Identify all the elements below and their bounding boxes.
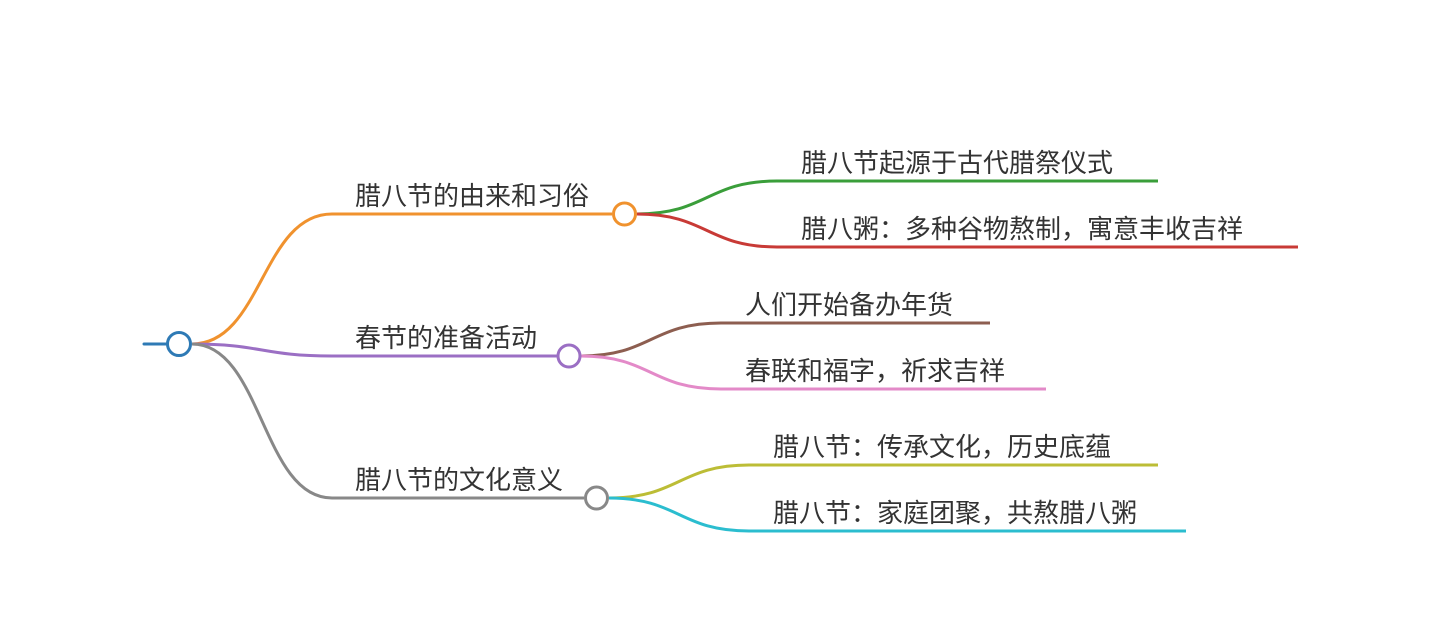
branch-3-child-1-label[interactable]: 腊八节：传承文化，历史底蕴 bbox=[773, 433, 1111, 463]
branch-1-child-2-label[interactable]: 腊八粥：多种谷物熬制，寓意丰收吉祥 bbox=[801, 215, 1243, 245]
branch-2-connector bbox=[191, 342, 557, 358]
branch-2-child-2-connector bbox=[580, 354, 1046, 391]
branch-1-child-1-connector bbox=[636, 179, 1158, 216]
branch-3-node[interactable] bbox=[584, 485, 609, 511]
root-node[interactable] bbox=[166, 331, 192, 357]
branch-3-child-2-label[interactable]: 腊八节：家庭团聚，共熬腊八粥 bbox=[773, 499, 1137, 529]
branch-1-child-1-label[interactable]: 腊八节起源于古代腊祭仪式 bbox=[801, 149, 1113, 179]
branch-2-label[interactable]: 春节的准备活动 bbox=[355, 324, 537, 354]
branch-1-child-2-connector bbox=[636, 212, 1298, 249]
branch-3-child-2-connector bbox=[608, 496, 1186, 533]
branch-3-connector bbox=[191, 342, 584, 500]
branch-3-child-1-connector bbox=[608, 463, 1158, 500]
branch-2-child-1-connector bbox=[580, 321, 990, 358]
branch-1-node[interactable] bbox=[612, 201, 637, 227]
branch-1-connector bbox=[191, 212, 612, 346]
branch-1-label[interactable]: 腊八节的由来和习俗 bbox=[355, 182, 589, 212]
branch-2-child-2-label[interactable]: 春联和福字，祈求吉祥 bbox=[745, 357, 1005, 387]
branch-2-node[interactable] bbox=[556, 343, 582, 369]
branch-3-label[interactable]: 腊八节的文化意义 bbox=[355, 466, 563, 496]
branch-2-child-1-label[interactable]: 人们开始备办年货 bbox=[745, 291, 953, 321]
